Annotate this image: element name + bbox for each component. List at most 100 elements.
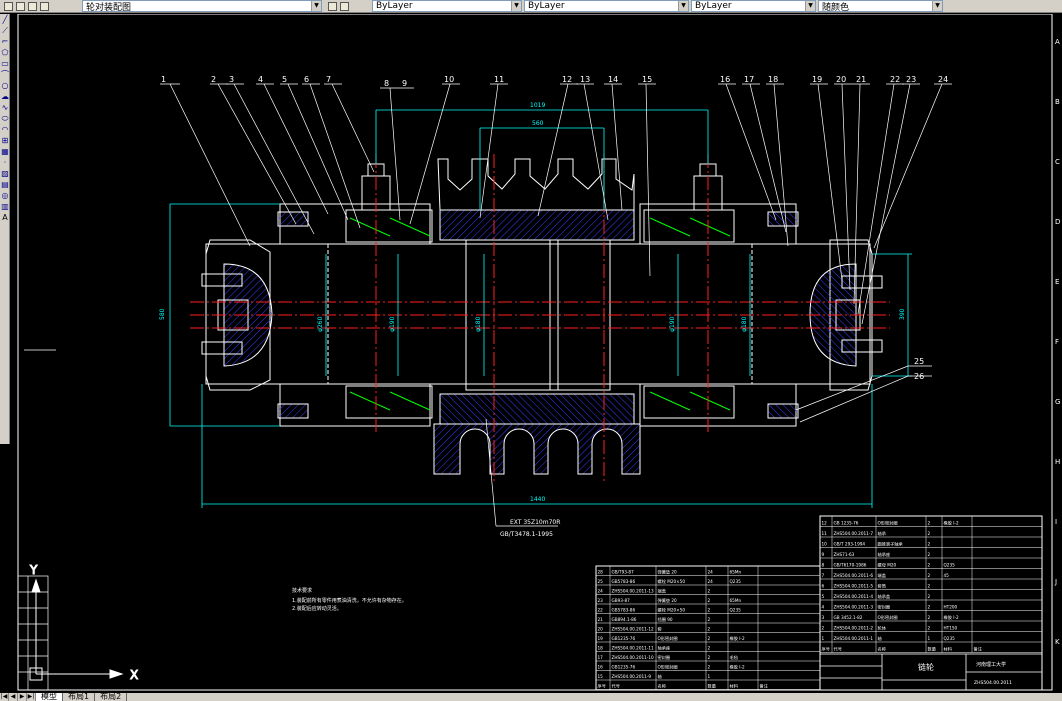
bom-right-cell: ZHS504.00.2011-4 bbox=[834, 594, 874, 599]
point-tool-icon[interactable]: · bbox=[3, 158, 7, 167]
linetype-combo[interactable]: ByLayer ▼ bbox=[524, 0, 689, 12]
chevron-down-icon[interactable]: ▼ bbox=[805, 1, 815, 11]
color-combo[interactable]: ByLayer ▼ bbox=[372, 0, 522, 12]
tab-model[interactable]: 模型 bbox=[36, 693, 63, 701]
balloon-3: 3 bbox=[229, 75, 234, 84]
chevron-down-icon[interactable]: ▼ bbox=[311, 1, 321, 11]
balloon-1: 1 bbox=[161, 75, 166, 84]
make-block-icon[interactable]: ▦ bbox=[1, 147, 9, 156]
insert-block-icon[interactable]: ⊞ bbox=[1, 136, 9, 145]
last-tab-icon[interactable]: ▶| bbox=[27, 693, 36, 701]
spline-note-1: EXT 35Z10m70R bbox=[510, 519, 560, 526]
bom-right-cell: 2 bbox=[928, 573, 931, 578]
spline-tool-icon[interactable]: ∿ bbox=[1, 103, 9, 112]
bom-left-cell: 2 bbox=[708, 617, 711, 622]
right-bearing-housing bbox=[639, 163, 799, 427]
pline-tool-icon[interactable]: ⌐ bbox=[1, 37, 9, 46]
next-tab-icon[interactable]: ▶ bbox=[18, 693, 27, 701]
rect-tool-icon[interactable]: ▭ bbox=[1, 59, 9, 68]
prev-tab-icon[interactable]: ◀ bbox=[9, 693, 18, 701]
bom-left-cell: 数量 bbox=[708, 683, 716, 690]
gradient-tool-icon[interactable]: ▤ bbox=[1, 180, 9, 189]
bom-left-cell: 24 bbox=[708, 570, 714, 575]
svg-text:G: G bbox=[1055, 398, 1060, 406]
bom-right-cell: 序号 bbox=[822, 646, 830, 653]
bom-left-cell: ZHS504.00.2011-12 bbox=[612, 627, 654, 632]
arc-tool-icon[interactable]: ⌒ bbox=[1, 70, 9, 79]
hatch-tool-icon[interactable]: ▨ bbox=[1, 169, 9, 178]
bom-right-cell: 轴 bbox=[878, 635, 882, 642]
dim-right-height: 390 bbox=[899, 308, 906, 320]
bom-left-cell: 17 bbox=[598, 655, 604, 660]
balloon-25: 25 bbox=[914, 357, 924, 366]
plotstyle-combo[interactable]: 随颜色 ▼ bbox=[818, 0, 943, 12]
balloon-12: 12 bbox=[562, 75, 572, 84]
bom-right-cell: 2 bbox=[928, 584, 931, 589]
region-tool-icon[interactable]: ◎ bbox=[1, 191, 9, 200]
dim-d5: φ180 bbox=[741, 316, 748, 332]
bom-left-cell: 28 bbox=[598, 570, 604, 575]
bom-left-cell: 序号 bbox=[598, 683, 606, 690]
table-tool-icon[interactable]: ▥ bbox=[1, 202, 9, 211]
layout-tabs: |◀ ◀ ▶ ▶| 模型 布局1 布局2 bbox=[0, 693, 1062, 701]
bom-left-cell: 19 bbox=[598, 636, 604, 641]
mtext-tool-icon[interactable]: A bbox=[2, 213, 8, 222]
technical-requirements: 技术要求 1.装配前所有零件用煮油清洗，不允许有杂物存在。 2.装配后应转动灵活… bbox=[292, 587, 407, 612]
first-tab-icon[interactable]: |◀ bbox=[0, 693, 9, 701]
draw-toolbar: ╱ ⟋ ⌐ ⬠ ▭ ⌒ ○ ☁ ∿ ⬭ ◠ ⊞ ▦ · ▨ ▤ ◎ ▥ A bbox=[0, 14, 10, 444]
svg-text:C: C bbox=[1055, 158, 1060, 166]
bom-right-cell: 数量 bbox=[928, 646, 936, 653]
xline-tool-icon[interactable]: ⟋ bbox=[2, 26, 8, 35]
make-current-icon[interactable] bbox=[328, 1, 337, 11]
bom-left-cell: 代号 bbox=[612, 683, 620, 690]
bom-right-cell: 2 bbox=[928, 626, 931, 631]
bom-left-cell: 2 bbox=[708, 655, 711, 660]
bom-left-cell: 24 bbox=[708, 579, 714, 584]
bom-right-cell: 密封圈 bbox=[878, 604, 891, 611]
bom-right-cell: Q235 bbox=[944, 563, 956, 568]
bom-left-cell: ZHS504.00.2011-10 bbox=[612, 655, 654, 660]
bom-left-cell: 24 bbox=[598, 589, 604, 594]
revcloud-tool-icon[interactable]: ☁ bbox=[1, 92, 9, 101]
color-swatch-icon[interactable] bbox=[40, 1, 49, 11]
bom-right-cell: Q235 bbox=[944, 636, 956, 641]
bom-right-cell: 9 bbox=[822, 552, 825, 557]
bom-left-cell: 螺栓 M20×50 bbox=[658, 578, 686, 585]
chevron-down-icon[interactable]: ▼ bbox=[932, 1, 942, 11]
balloon-21: 21 bbox=[856, 75, 866, 84]
bom-right-cell: 轴承座 bbox=[878, 551, 891, 558]
tab-layout-2[interactable]: 布局2 bbox=[95, 693, 128, 701]
ellipse-arc-tool-icon[interactable]: ◠ bbox=[1, 125, 9, 134]
layer-previous-icon[interactable] bbox=[340, 1, 349, 11]
svg-text:K: K bbox=[1055, 638, 1060, 646]
chevron-down-icon[interactable]: ▼ bbox=[511, 1, 521, 11]
bom-right-cell: 橡胶 I-2 bbox=[944, 520, 959, 527]
bom-right-cell: ZHS504.00.2011-3 bbox=[834, 605, 874, 610]
circle-tool-icon[interactable]: ○ bbox=[1, 81, 9, 90]
layer-extra-tools bbox=[324, 1, 372, 11]
svg-text:J: J bbox=[1054, 578, 1057, 586]
bom-right-cell: ZHS504.00.2011-6 bbox=[834, 573, 874, 578]
bom-right-cell: HT150 bbox=[944, 626, 958, 631]
balloon-23: 23 bbox=[906, 75, 916, 84]
line-tool-icon[interactable]: ╱ bbox=[2, 15, 8, 24]
bom-left-cell: 15 bbox=[598, 674, 604, 679]
layer-combo[interactable]: 轮对装配图 ▼ bbox=[82, 0, 322, 12]
lock-icon[interactable] bbox=[28, 1, 37, 11]
bom-right-cell: 2 bbox=[928, 521, 931, 526]
balloon-24: 24 bbox=[938, 75, 948, 84]
chevron-down-icon[interactable]: ▼ bbox=[678, 1, 688, 11]
ucs-x-label: X bbox=[130, 668, 138, 682]
freeze-icon[interactable] bbox=[16, 1, 25, 11]
bom-right-cell: 橡胶 I-2 bbox=[944, 614, 959, 621]
bom-right-cell: 12 bbox=[822, 521, 828, 526]
bom-right-cell: 10 bbox=[822, 542, 828, 547]
ellipse-tool-icon[interactable]: ⬭ bbox=[1, 114, 9, 123]
svg-text:I: I bbox=[1055, 518, 1057, 526]
tab-layout-1[interactable]: 布局1 bbox=[63, 693, 96, 701]
lineweight-combo[interactable]: ByLayer ▼ bbox=[691, 0, 816, 12]
layer-state-icon[interactable] bbox=[4, 1, 13, 11]
polygon-tool-icon[interactable]: ⬠ bbox=[1, 48, 9, 57]
